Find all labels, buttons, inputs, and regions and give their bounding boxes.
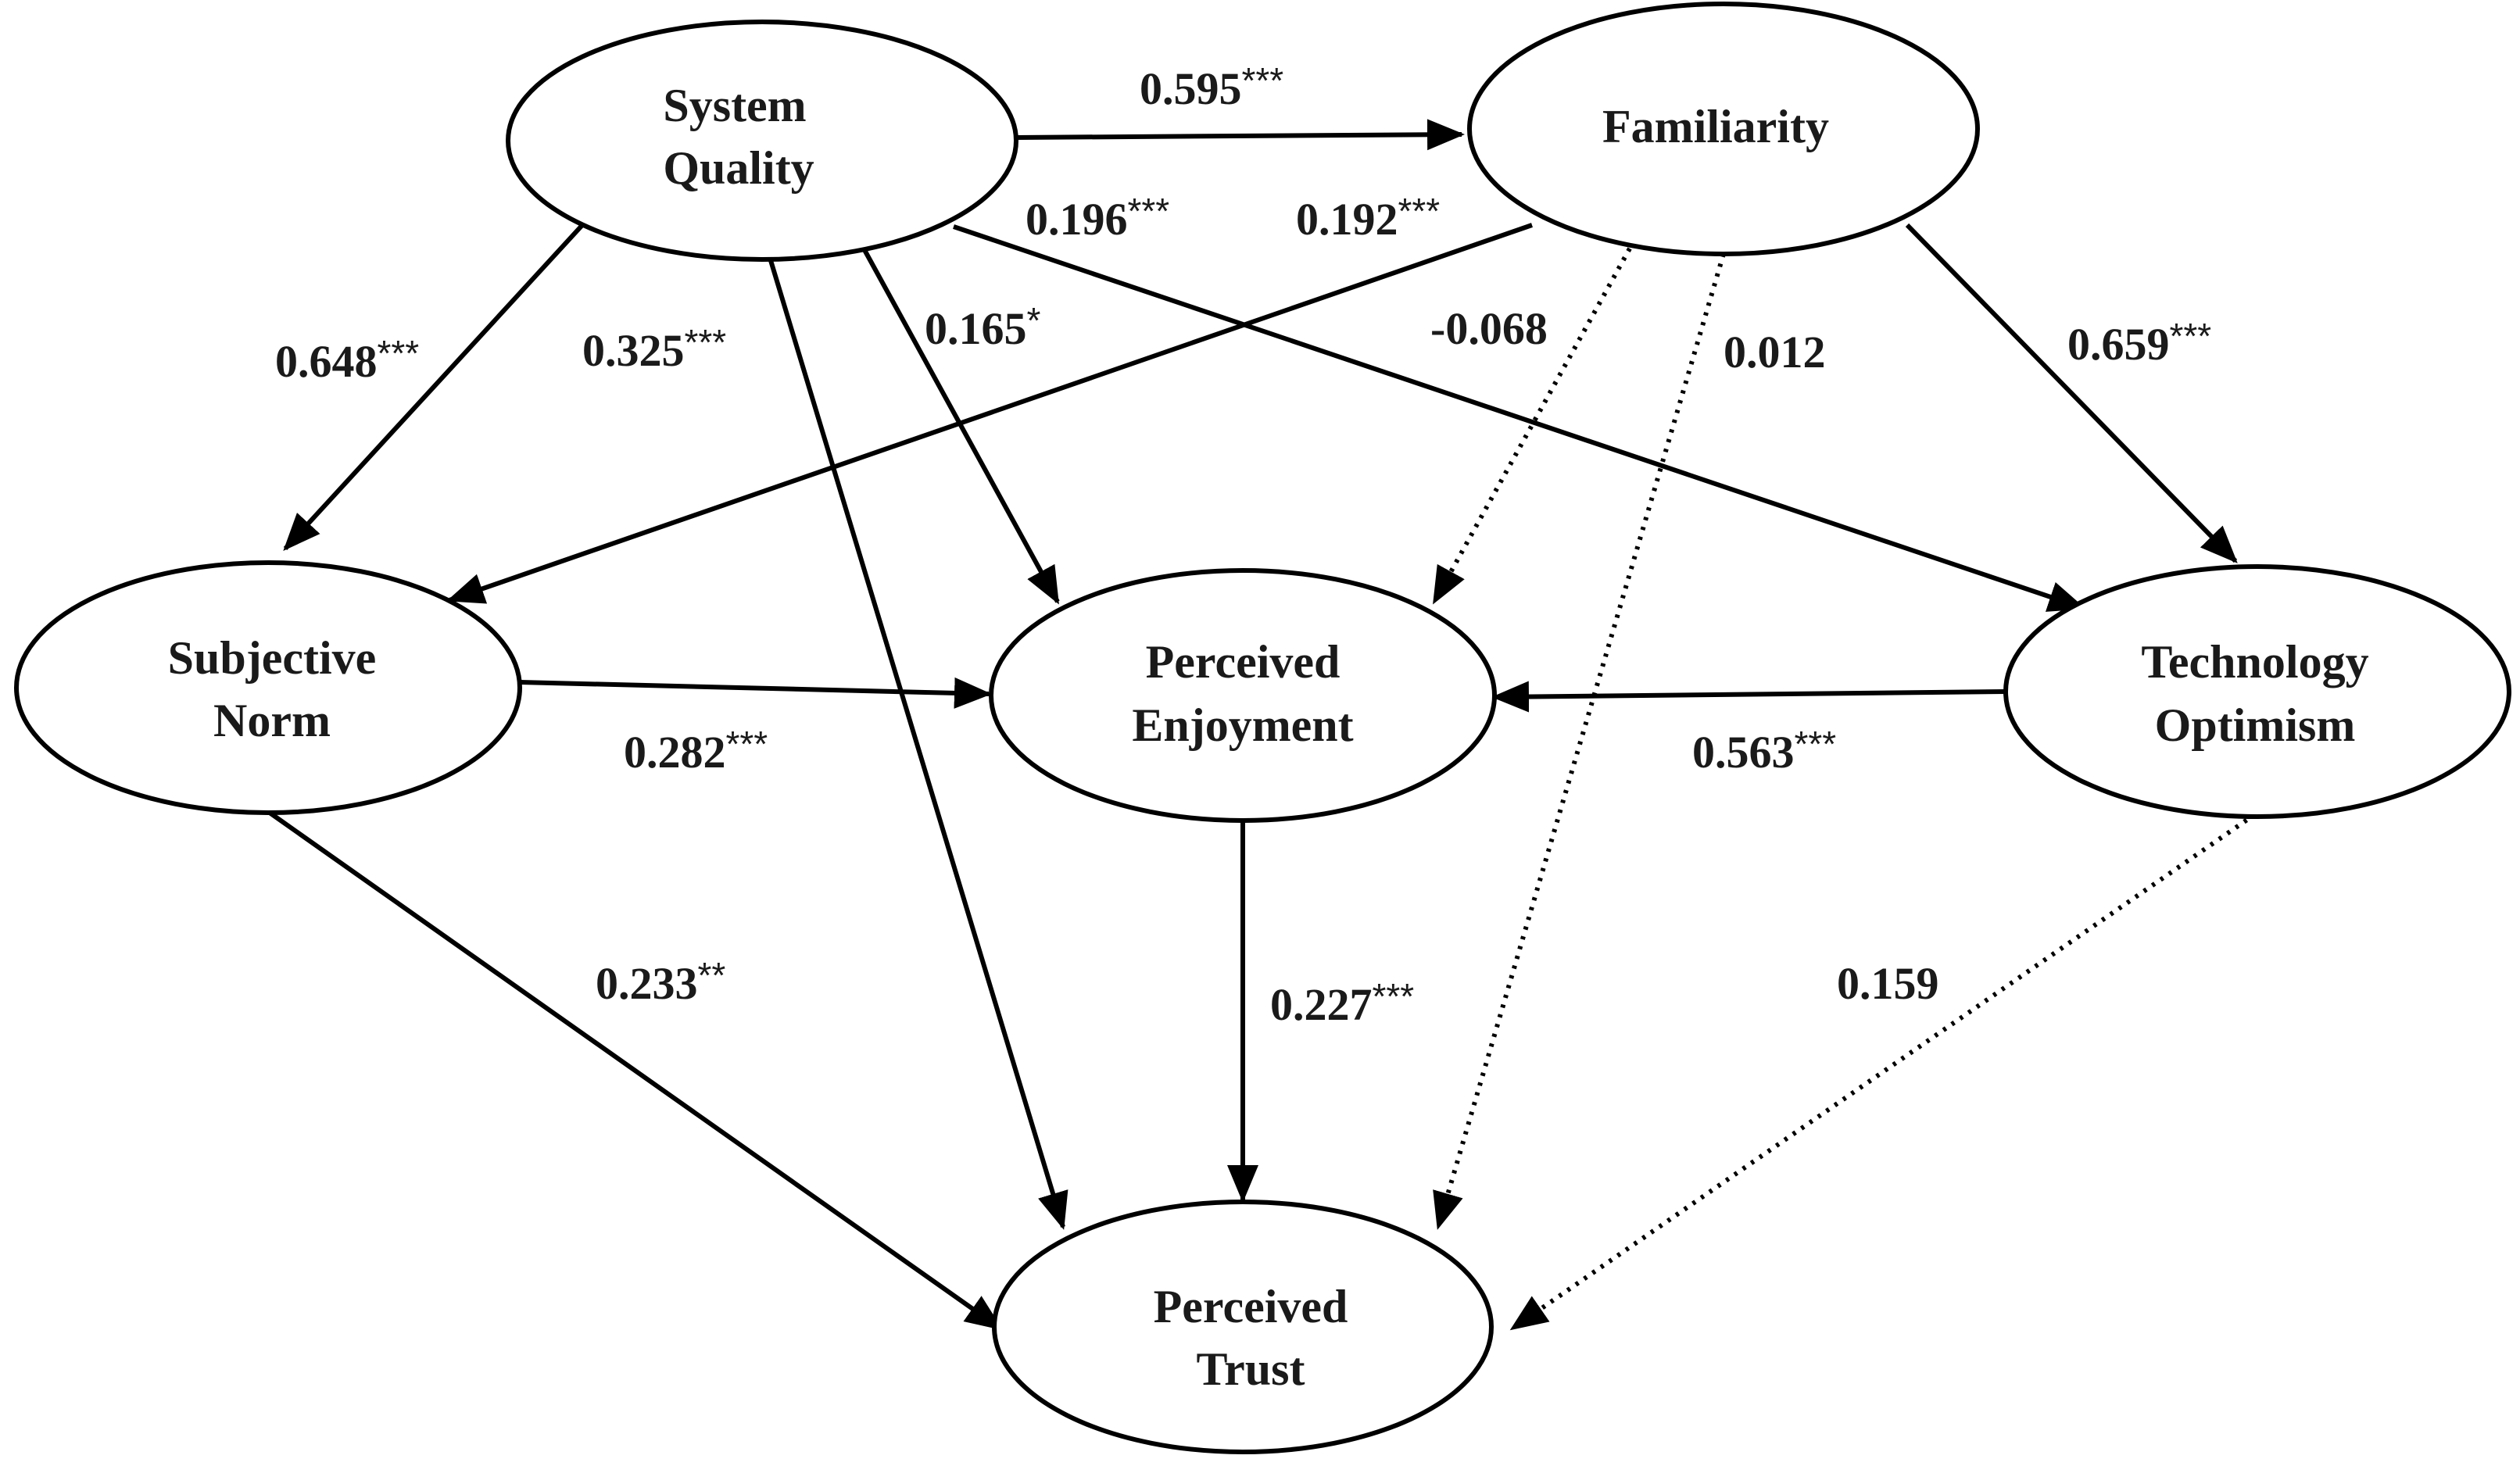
perceived-enjoyment-label-line1: Perceived (1146, 636, 1341, 688)
coef-value: 0.325 (582, 325, 685, 376)
edge-technology-optimism-to-perceived-enjoyment (1491, 681, 2006, 713)
coef-value: 0.233 (596, 958, 698, 1009)
coef-system-quality-familiarity: 0.595*** (1140, 60, 1283, 114)
coef-technology-optimism-perceived-enjoyment: 0.563*** (1692, 724, 1836, 778)
coef-subjective-norm-perceived-trust: 0.233** (596, 955, 725, 1009)
system-quality-ellipse (506, 20, 1018, 262)
coef-value: 0.227 (1270, 979, 1373, 1030)
coef-familiarity-perceived-enjoyment: -0.068 (1430, 303, 1548, 354)
perceived-enjoyment-label-line2: Enjoyment (1132, 699, 1353, 751)
path-edges (268, 119, 2257, 1331)
perceived-trust-label-line2: Trust (1197, 1343, 1305, 1395)
coef-stars: *** (1795, 724, 1837, 764)
familiarity-label: Familiarity (1602, 101, 1829, 152)
coef-perceived-enjoyment-perceived-trust: 0.227*** (1270, 976, 1414, 1030)
system-quality-label-line1: System (663, 80, 806, 131)
edge-familiarity-to-perceived-enjoyment (1432, 247, 1632, 605)
coef-stars: *** (1398, 191, 1441, 231)
coef-stars: *** (726, 724, 768, 764)
path-coefficients: 0.595*** 0.648*** 0.325*** 0.165* 0.196*… (275, 60, 2211, 1030)
node-perceived-trust: Perceived Trust (992, 1200, 1494, 1454)
coef-subjective-norm-perceived-enjoyment: 0.282*** (624, 724, 768, 778)
edge-familiarity-to-perceived-trust (1433, 253, 1726, 1230)
edge-familiarity-to-technology-optimism (1905, 223, 2238, 563)
coef-stars: *** (685, 322, 727, 363)
coef-familiarity-technology-optimism: 0.659*** (2067, 316, 2211, 370)
subjective-norm-label-line2: Norm (213, 695, 331, 746)
coef-value: 0.563 (1692, 727, 1795, 778)
coef-value: 0.012 (1724, 327, 1826, 377)
coef-system-quality-perceived-trust: 0.325*** (582, 322, 726, 376)
technology-optimism-label-line1: Technology (2141, 636, 2368, 688)
edge-familiarity-to-subjective-norm (446, 223, 1533, 604)
coef-stars: ** (698, 955, 726, 996)
coef-system-quality-perceived-enjoyment: 0.165* (925, 300, 1041, 354)
coef-stars: * (1027, 300, 1041, 341)
edge-system-quality-to-familiarity (1015, 119, 1465, 151)
coef-stars: *** (1128, 191, 1170, 231)
coef-familiarity-perceived-trust: 0.012 (1724, 327, 1826, 377)
technology-optimism-ellipse (2003, 564, 2511, 819)
subjective-norm-ellipse (14, 560, 522, 815)
coef-value: 0.595 (1140, 63, 1242, 114)
edge-system-quality-to-technology-optimism (953, 224, 2086, 612)
perceived-trust-label-line1: Perceived (1154, 1281, 1348, 1332)
coef-value: 0.648 (275, 336, 378, 387)
coef-value: 0.192 (1296, 194, 1398, 245)
coef-value: 0.165 (925, 303, 1027, 354)
familiarity-ellipse (1467, 2, 1980, 256)
node-system-quality: System Quality (506, 20, 1018, 262)
coef-value: 0.659 (2067, 319, 2170, 370)
coef-value: -0.068 (1430, 303, 1548, 354)
coef-system-quality-technology-optimism: 0.196*** (1026, 191, 1169, 245)
perceived-enjoyment-ellipse (989, 568, 1497, 823)
node-technology-optimism: Technology Optimism (2003, 564, 2511, 819)
coef-technology-optimism-perceived-trust: 0.159 (1837, 958, 1939, 1009)
edge-system-quality-to-perceived-trust (768, 257, 1068, 1230)
coef-value: 0.282 (624, 727, 726, 778)
coef-stars: *** (378, 333, 420, 374)
edge-technology-optimism-to-perceived-trust (1509, 812, 2257, 1331)
coef-stars: *** (1373, 976, 1415, 1017)
coef-value: 0.196 (1026, 194, 1128, 245)
edge-system-quality-to-subjective-norm (283, 223, 585, 551)
coef-system-quality-subjective-norm: 0.648*** (275, 333, 419, 387)
edge-subjective-norm-to-perceived-trust (268, 810, 1004, 1331)
coef-familiarity-subjective-norm: 0.192*** (1296, 191, 1440, 245)
coef-value: 0.159 (1837, 958, 1939, 1009)
node-subjective-norm: Subjective Norm (14, 560, 522, 815)
technology-optimism-label-line2: Optimism (2155, 699, 2356, 751)
perceived-trust-ellipse (992, 1200, 1494, 1454)
coef-stars: *** (2170, 316, 2212, 356)
system-quality-label-line2: Quality (663, 142, 814, 194)
node-perceived-enjoyment: Perceived Enjoyment (989, 568, 1497, 823)
edge-subjective-norm-to-perceived-enjoyment (519, 677, 992, 709)
subjective-norm-label-line1: Subjective (168, 632, 377, 684)
coef-stars: *** (1242, 60, 1284, 101)
node-familiarity: Familiarity (1467, 2, 1980, 256)
